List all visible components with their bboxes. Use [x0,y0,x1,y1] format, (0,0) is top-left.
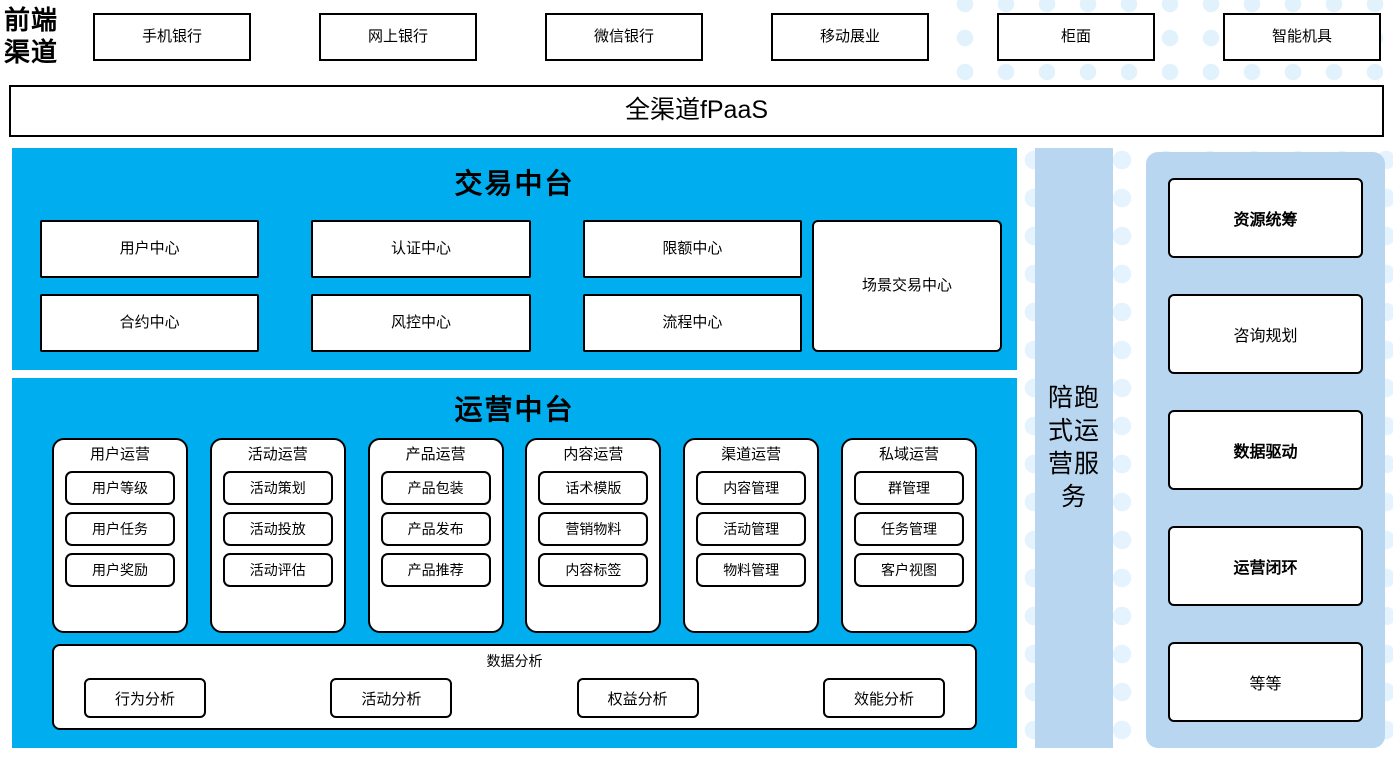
analysis-item-benefit[interactable]: 权益分析 [576,678,699,718]
ops-column-title: 渠道运营 [721,446,782,463]
ops-column-title: 活动运营 [247,446,308,463]
trade-center-auth[interactable]: 认证中心 [311,220,531,278]
trade-center-limit[interactable]: 限额中心 [582,220,802,278]
ops-column-private-domain[interactable]: 私域运营 群管理 任务管理 客户视图 [840,438,977,633]
omnichannel-fpaas-bar[interactable]: 全渠道fPaaS [9,85,1384,137]
frontend-channel-row: 手机银行 网上银行 微信银行 移动展业 柜面 智能机具 [93,13,1381,61]
analysis-item-campaign[interactable]: 活动分析 [330,678,453,718]
ops-item[interactable]: 营销物料 [538,512,649,546]
ops-item[interactable]: 活动策划 [222,471,333,505]
ops-item[interactable]: 物料管理 [696,553,807,587]
channel-box-online-bank[interactable]: 网上银行 [319,13,477,61]
trade-center-contract[interactable]: 合约中心 [40,294,260,352]
data-analysis-row: 行为分析 活动分析 权益分析 效能分析 [54,678,975,718]
ops-item[interactable]: 用户任务 [65,512,175,546]
ops-column-title: 用户运营 [89,446,150,463]
data-analysis-title: 数据分析 [486,653,543,669]
ops-column-group: 用户运营 用户等级 用户任务 用户奖励 活动运营 活动策划 活动投放 活动评估 … [52,438,977,633]
trade-center-risk[interactable]: 风控中心 [311,294,531,352]
ops-platform-panel: 运营中台 用户运营 用户等级 用户任务 用户奖励 活动运营 活动策划 活动投放 … [12,378,1017,748]
channel-box-counter[interactable]: 柜面 [997,13,1155,61]
trade-center-process[interactable]: 流程中心 [582,294,802,352]
channel-box-mobile-biz[interactable]: 移动展业 [771,13,929,61]
ops-item[interactable]: 内容管理 [696,471,807,505]
data-analysis-section: 数据分析 行为分析 活动分析 权益分析 效能分析 [52,644,977,730]
capability-column: 资源统筹 咨询规划 数据驱动 运营闭环 等等 [1146,152,1385,748]
accompanying-service-bar: 陪跑 式运 营服 务 [1035,148,1113,748]
trade-platform-panel: 交易中台 用户中心 认证中心 限额中心 合约中心 风控中心 流程中心 场景交易中… [12,148,1017,370]
ops-column-content[interactable]: 内容运营 话术模版 营销物料 内容标签 [525,438,662,633]
capability-etc[interactable]: 等等 [1168,642,1363,722]
trade-center-grid: 用户中心 认证中心 限额中心 合约中心 风控中心 流程中心 [40,220,802,352]
ops-item[interactable]: 产品推荐 [380,553,491,587]
analysis-item-efficiency[interactable]: 效能分析 [822,678,945,718]
ops-item[interactable]: 话术模版 [538,471,649,505]
frontend-channel-label: 前端 渠道 [4,6,59,67]
ops-column-campaign[interactable]: 活动运营 活动策划 活动投放 活动评估 [209,438,346,633]
ops-item[interactable]: 用户奖励 [65,553,175,587]
capability-consulting-planning[interactable]: 咨询规划 [1168,294,1363,374]
ops-column-title: 产品运营 [405,446,466,463]
trade-platform-title: 交易中台 [454,168,575,199]
capability-resource-coordination[interactable]: 资源统筹 [1168,178,1363,258]
ops-item[interactable]: 客户视图 [853,553,964,587]
trade-center-user[interactable]: 用户中心 [40,220,260,278]
ops-item[interactable]: 产品发布 [380,512,491,546]
ops-item[interactable]: 群管理 [853,471,964,505]
ops-item[interactable]: 活动投放 [222,512,333,546]
ops-item[interactable]: 用户等级 [65,471,175,505]
capability-data-driven[interactable]: 数据驱动 [1168,410,1363,490]
ops-item[interactable]: 活动管理 [696,512,807,546]
analysis-item-behavior[interactable]: 行为分析 [84,678,206,718]
accompanying-service-label: 陪跑 式运 营服 务 [1047,384,1100,511]
ops-column-title: 私域运营 [878,446,939,463]
ops-column-title: 内容运营 [563,446,624,463]
ops-column-product[interactable]: 产品运营 产品包装 产品发布 产品推荐 [367,438,504,633]
ops-item[interactable]: 内容标签 [538,553,649,587]
ops-item[interactable]: 活动评估 [222,553,333,587]
channel-box-smart-device[interactable]: 智能机具 [1223,13,1381,61]
ops-item[interactable]: 产品包装 [380,471,491,505]
ops-item[interactable]: 任务管理 [853,512,964,546]
ops-platform-title: 运营中台 [454,394,575,425]
ops-column-user[interactable]: 用户运营 用户等级 用户任务 用户奖励 [52,438,188,633]
trade-center-scene[interactable]: 场景交易中心 [812,220,1002,352]
channel-box-mobile-bank[interactable]: 手机银行 [93,13,251,61]
capability-ops-closed-loop[interactable]: 运营闭环 [1168,526,1363,606]
channel-box-wechat-bank[interactable]: 微信银行 [545,13,703,61]
ops-column-channel[interactable]: 渠道运营 内容管理 活动管理 物料管理 [683,438,820,633]
